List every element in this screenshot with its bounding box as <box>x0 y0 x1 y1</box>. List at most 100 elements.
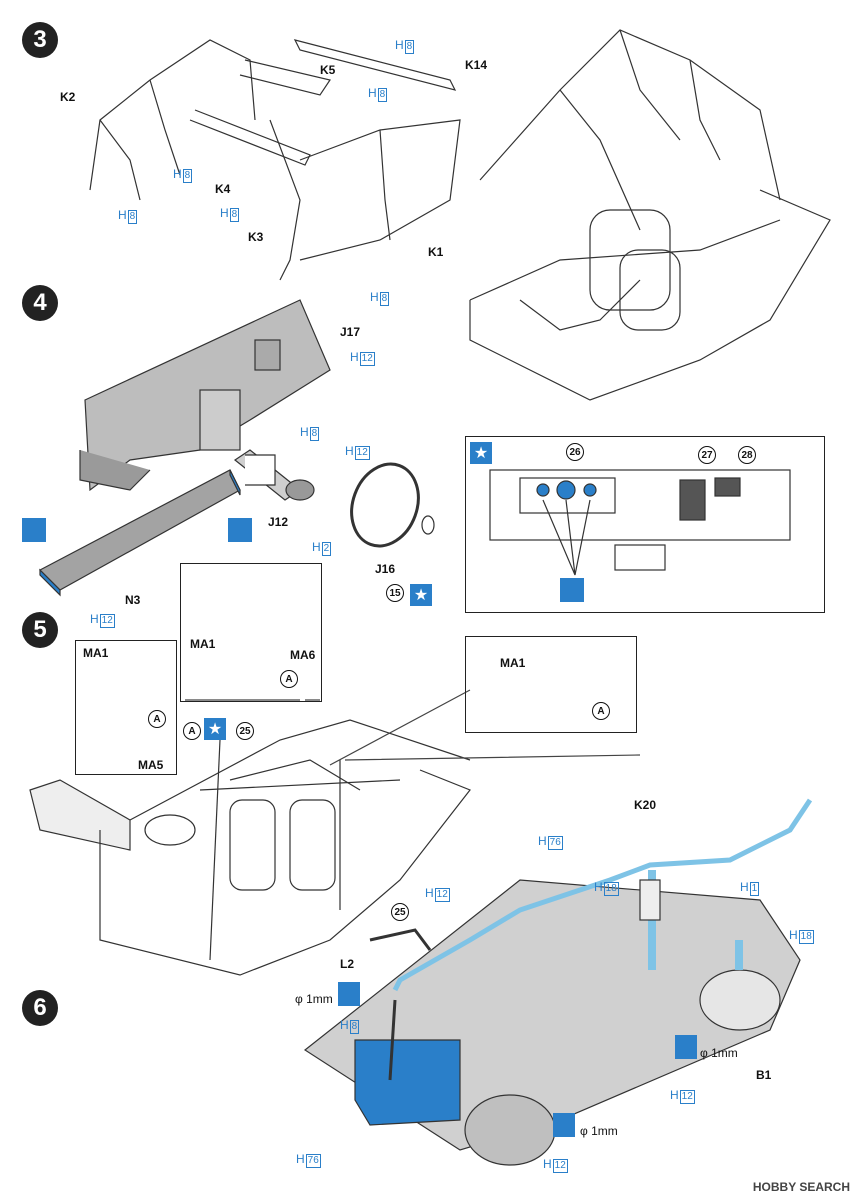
decal-25: 25 <box>391 903 409 921</box>
paint-prefix: H <box>118 208 127 222</box>
paint-number: 12 <box>359 352 375 366</box>
drill-icon <box>553 1113 575 1137</box>
paint-number: 12 <box>354 446 370 460</box>
detail-box-dashboard <box>465 436 825 613</box>
paint-prefix: H <box>345 444 354 458</box>
paint-number: 8 <box>229 208 240 222</box>
label-j16: J16 <box>375 562 396 576</box>
floor-pan <box>303 798 813 1166</box>
paint-prefix: H <box>368 86 377 100</box>
ref-a: A <box>148 710 166 728</box>
paint-prefix: H <box>740 880 749 894</box>
label-ma1: MA1 <box>190 637 216 651</box>
label-ma1: MA1 <box>500 656 526 670</box>
paint-prefix: H <box>543 1157 552 1171</box>
paint-number: 76 <box>305 1154 321 1168</box>
step-5-badge: 5 <box>22 612 58 648</box>
paint-prefix: H <box>350 350 359 364</box>
label-k4: K4 <box>215 182 231 196</box>
label-k20: K20 <box>634 798 657 812</box>
ref-a: A <box>280 670 298 688</box>
dashboard <box>79 299 331 492</box>
roll-cage-parts <box>89 39 461 281</box>
drill-size: φ 1mm <box>700 1046 738 1060</box>
paint-prefix: H <box>395 38 404 52</box>
ref-a: A <box>592 702 610 720</box>
paint-prefix: H <box>220 206 229 220</box>
detail-box-belt-ma5 <box>75 640 177 775</box>
paint-prefix: H <box>370 290 379 304</box>
paint-prefix: H <box>90 612 99 626</box>
label-k5: K5 <box>320 63 336 77</box>
label-j12: J12 <box>268 515 289 529</box>
paint-prefix: H <box>340 1018 349 1032</box>
step-3-badge: 3 <box>22 22 58 58</box>
paint-number: 8 <box>182 169 193 183</box>
paint-prefix: H <box>296 1152 305 1166</box>
ref-a: A <box>183 722 201 740</box>
paint-number: 18 <box>798 930 814 944</box>
paint-number: 2 <box>321 542 332 556</box>
watermark: HOBBY SEARCH <box>752 1180 850 1194</box>
decal-26: 26 <box>566 443 584 461</box>
step-4-badge: 4 <box>22 285 58 321</box>
decal-25: 25 <box>236 722 254 740</box>
paint-number: 1 <box>749 882 760 896</box>
label-k2: K2 <box>60 90 76 104</box>
paint-number: 8 <box>377 88 388 102</box>
paint-brush-icon <box>560 578 584 602</box>
drill-size: φ 1mm <box>295 992 333 1006</box>
label-n3: N3 <box>125 593 141 607</box>
detail-dash-drawing <box>489 469 791 576</box>
paint-prefix: H <box>789 928 798 942</box>
drill-size: φ 1mm <box>580 1124 618 1138</box>
label-k14: K14 <box>465 58 488 72</box>
paint-brush-icon <box>22 518 46 542</box>
paint-prefix: H <box>300 425 309 439</box>
dash-bar <box>38 469 241 597</box>
paint-number: 18 <box>603 882 619 896</box>
step-6-badge: 6 <box>22 990 58 1026</box>
label-k3: K3 <box>248 230 264 244</box>
label-ma6: MA6 <box>290 648 316 662</box>
paint-number: 8 <box>127 210 138 224</box>
paint-prefix: H <box>312 540 321 554</box>
paint-prefix: H <box>425 886 434 900</box>
decal-15: 15 <box>386 584 404 602</box>
detail-box-belt-ma6 <box>180 563 322 702</box>
paint-brush-icon <box>228 518 252 542</box>
paint-prefix: H <box>594 880 603 894</box>
paint-number: 8 <box>309 427 320 441</box>
decal-28: 28 <box>738 446 756 464</box>
label-l2: L2 <box>340 957 355 971</box>
star-icon: ★ <box>410 584 432 606</box>
paint-number: 8 <box>349 1020 360 1034</box>
paint-number: 12 <box>99 614 115 628</box>
paint-number: 12 <box>552 1159 568 1173</box>
label-b1: B1 <box>756 1068 772 1082</box>
paint-number: 8 <box>404 40 415 54</box>
label-k1: K1 <box>428 245 444 259</box>
star-icon: ★ <box>204 718 226 740</box>
label-j17: J17 <box>340 325 361 339</box>
paint-number: 8 <box>379 292 390 306</box>
drill-icon <box>675 1035 697 1059</box>
decal-27: 27 <box>698 446 716 464</box>
paint-number: 12 <box>679 1090 695 1104</box>
label-ma1: MA1 <box>83 646 109 660</box>
star-icon: ★ <box>470 442 492 464</box>
